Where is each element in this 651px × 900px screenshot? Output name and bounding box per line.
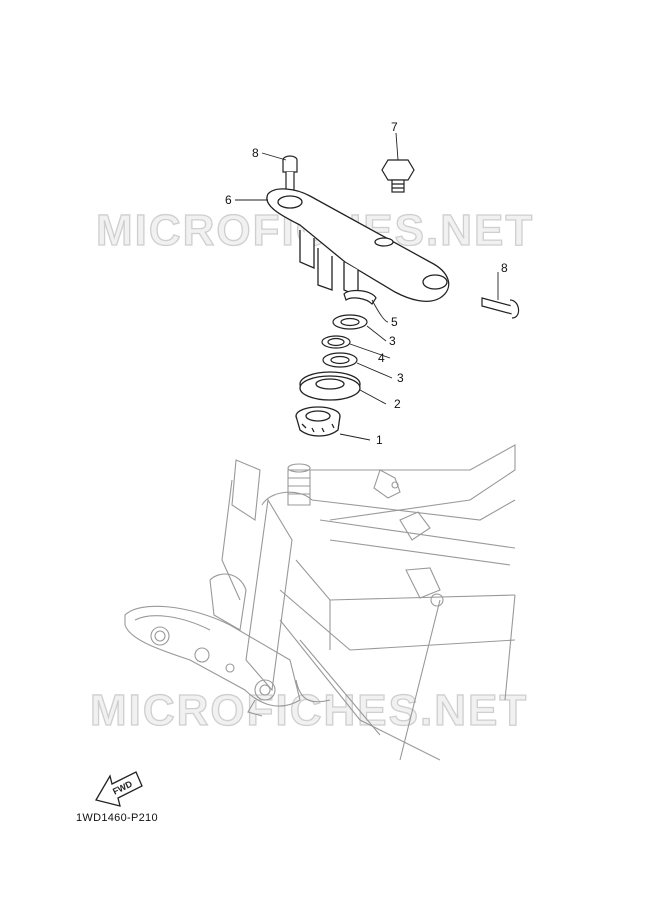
callout-8-top: 8: [252, 146, 259, 160]
part-5-washer: [343, 289, 377, 305]
callout-2: 2: [394, 397, 401, 411]
reference-code: 1WD1460-P210: [76, 812, 158, 824]
fwd-arrow: FWD: [95, 771, 143, 807]
part-1-bearing: [295, 406, 341, 437]
svg-text:MICROFICHES.NET: MICROFICHES.NET: [90, 686, 528, 735]
callout-6: 6: [225, 193, 232, 207]
callout-5: 5: [391, 315, 398, 329]
part-4-lock-washer: [321, 335, 351, 349]
part-2-bearing-cover: [299, 371, 361, 401]
part-3-ring-nut-lower: [322, 352, 358, 368]
part-7-bolt: [381, 159, 415, 193]
part-3-ring-nut-upper: [332, 314, 368, 330]
callout-7: 7: [391, 120, 398, 134]
frame-outline: [124, 444, 516, 761]
part-8-side-bolt: [481, 297, 520, 319]
svg-text:MICROFICHES.NET: MICROFICHES.NET: [90, 686, 528, 735]
callout-3-lower: 3: [397, 371, 404, 385]
part-6-upper-bracket: [266, 188, 450, 302]
leader-lines: [235, 132, 499, 441]
callout-labels: 7 8 6 8 5 3 4 3 2 1: [225, 120, 508, 447]
callout-8-side: 8: [501, 261, 508, 275]
watermark-bottom: MICROFICHES.NET MICROFICHES.NET: [89, 685, 528, 735]
callout-1: 1: [376, 433, 383, 447]
callout-3-upper: 3: [389, 334, 396, 348]
part-8-top-bolt: [282, 155, 298, 191]
callout-4: 4: [378, 351, 385, 365]
